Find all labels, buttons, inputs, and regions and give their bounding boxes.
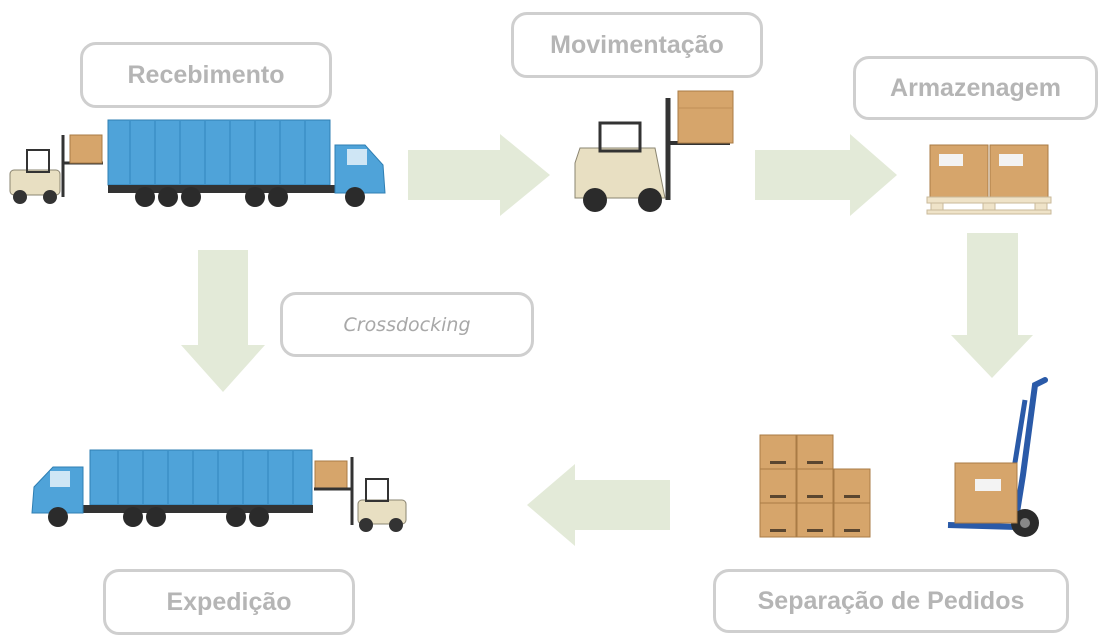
- arrow-right-icon: [408, 134, 550, 216]
- cardboard-box-icon: [954, 462, 1018, 524]
- box-stack-separacao: [759, 434, 871, 538]
- truck-icon: [107, 119, 386, 207]
- stage-movimentacao: Movimentação: [511, 12, 763, 78]
- truck-icon: [31, 449, 313, 527]
- arrow-down-icon: [181, 250, 265, 392]
- cardboard-box-icon: [989, 144, 1049, 198]
- stage-expedicao: Expedição: [103, 569, 355, 635]
- stage-crossdocking: Crossdocking: [280, 292, 534, 357]
- stage-armazenagem: Armazenagem: [853, 56, 1098, 120]
- cardboard-box-icon: [759, 434, 871, 538]
- arrow-left-icon: [527, 464, 670, 546]
- pallet-armazenagem: [926, 144, 1052, 215]
- pallet-icon: [926, 196, 1052, 215]
- cardboard-box-icon: [677, 90, 734, 144]
- cardboard-box-icon: [314, 460, 348, 490]
- forklift-icon: [574, 98, 730, 212]
- forklift-icon: [314, 457, 407, 532]
- forklift-movimentacao: [574, 90, 734, 212]
- arrow-right-icon: [755, 134, 897, 216]
- truck-with-forklift-expedicao: [31, 449, 407, 532]
- stage-separacao-de-pedidos: Separação de Pedidos: [713, 569, 1069, 633]
- arrow-down-icon: [951, 233, 1033, 378]
- cardboard-box-icon: [69, 134, 103, 164]
- hand-truck-separacao: [947, 377, 1048, 537]
- truck-with-forklift-receiving: [9, 119, 386, 207]
- stage-recebimento: Recebimento: [80, 42, 332, 108]
- cardboard-box-icon: [929, 144, 989, 198]
